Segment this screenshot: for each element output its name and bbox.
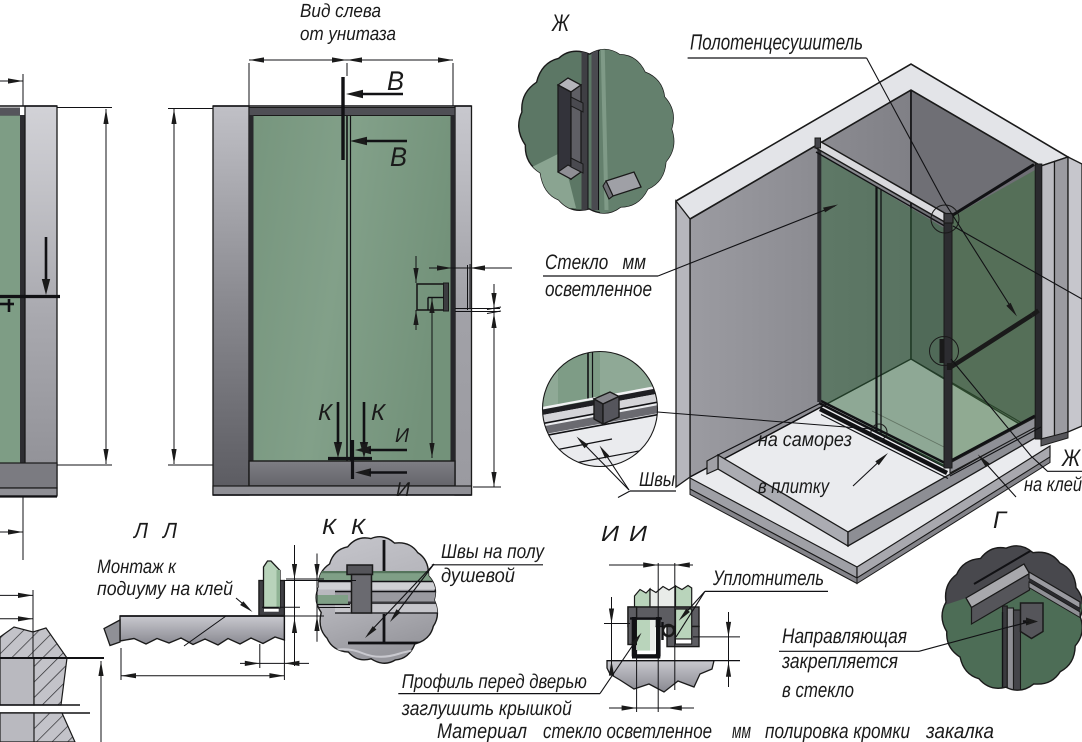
- svg-text:К: К: [351, 514, 366, 539]
- svg-text:заглушить крышкой: заглушить крышкой: [401, 698, 572, 720]
- svg-text:Полотенцесушитель: Полотенцесушитель: [690, 30, 863, 55]
- svg-text:осветленное: осветленное: [545, 278, 652, 301]
- svg-text:Швы на полу: Швы на полу: [441, 541, 545, 563]
- svg-text:Уплотнитель: Уплотнитель: [712, 567, 824, 590]
- svg-text:И: И: [395, 425, 410, 447]
- svg-text:в плитку: в плитку: [758, 476, 830, 498]
- svg-text:К: К: [371, 399, 386, 425]
- svg-text:Стекло мм: Стекло мм: [545, 251, 646, 274]
- svg-text:Г: Г: [993, 507, 1008, 534]
- svg-text:Л: Л: [132, 518, 149, 543]
- svg-text:И: И: [396, 479, 411, 501]
- svg-text:на клей: на клей: [1024, 474, 1082, 496]
- svg-text:И: И: [629, 521, 647, 546]
- svg-text:закалка: закалка: [925, 720, 994, 742]
- svg-text:подиуму на клей: подиуму на клей: [97, 578, 233, 600]
- svg-text:Ж: Ж: [551, 10, 570, 37]
- svg-text:И: И: [601, 521, 619, 546]
- svg-text:Вид слева: Вид слева: [300, 1, 381, 22]
- svg-text:Л: Л: [161, 518, 178, 543]
- svg-text:Направляющая: Направляющая: [782, 625, 907, 648]
- svg-text:В: В: [390, 142, 407, 172]
- svg-text:закрепляется: закрепляется: [781, 650, 898, 673]
- svg-text:мм: мм: [732, 720, 751, 742]
- svg-text:К: К: [322, 514, 337, 539]
- svg-text:Ж: Ж: [1061, 445, 1081, 472]
- svg-text:Профиль перед дверью: Профиль перед дверью: [402, 671, 587, 693]
- svg-text:душевой: душевой: [441, 565, 515, 587]
- svg-text:стекло осветленное: стекло осветленное: [543, 720, 712, 742]
- svg-text:В: В: [387, 66, 404, 96]
- svg-text:Швы: Швы: [639, 469, 675, 491]
- svg-text:К: К: [318, 399, 333, 425]
- svg-text:полировка кромки: полировка кромки: [765, 720, 910, 742]
- svg-text:Монтаж к: Монтаж к: [97, 556, 177, 578]
- svg-text:от унитаза: от унитаза: [300, 24, 396, 45]
- svg-text:в стекло: в стекло: [782, 679, 854, 702]
- svg-text:на саморез: на саморез: [758, 429, 852, 451]
- svg-text:Материал: Материал: [437, 720, 527, 742]
